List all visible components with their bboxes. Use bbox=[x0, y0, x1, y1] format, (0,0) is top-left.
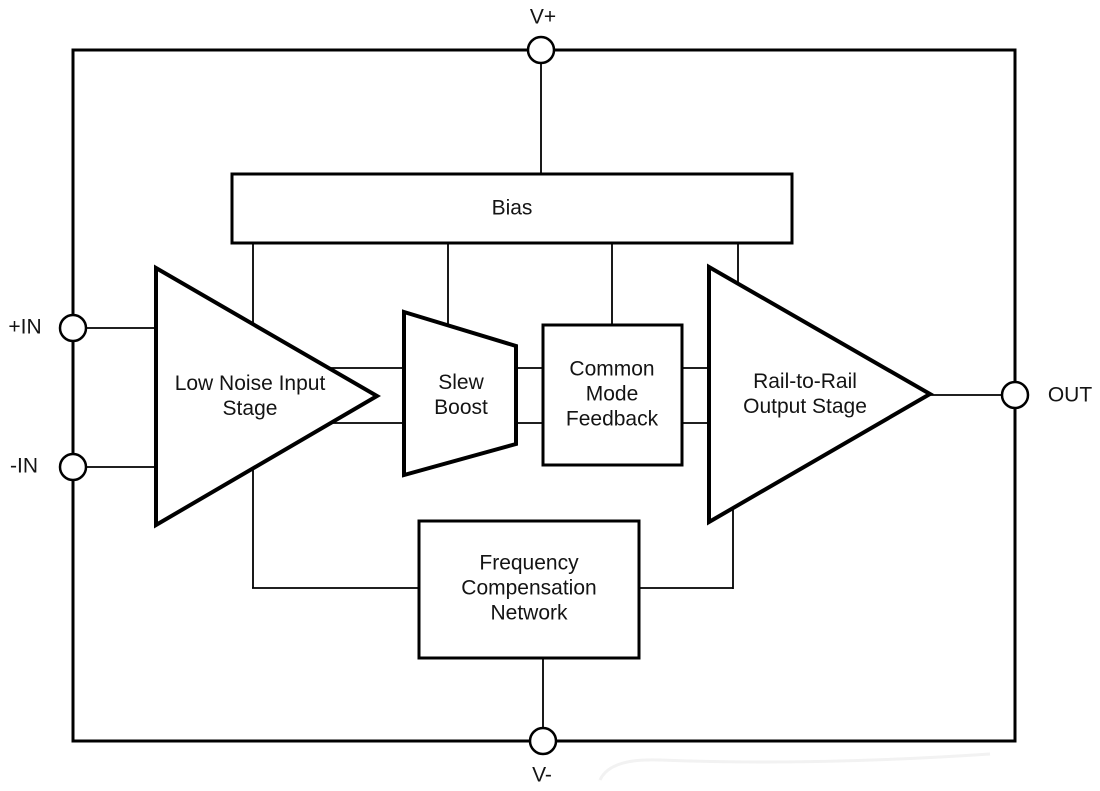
terminal-pads bbox=[58, 35, 1030, 756]
inpos-label: +IN bbox=[8, 315, 42, 339]
input-stage-triangle bbox=[154, 264, 381, 529]
output-stage-triangle bbox=[707, 263, 935, 526]
vplus-terminal bbox=[526, 35, 556, 65]
slew-boost-label: Slew Boost bbox=[434, 371, 488, 419]
bias-label: Bias bbox=[491, 196, 533, 220]
inneg-terminal bbox=[58, 452, 88, 482]
fcn-block-shape bbox=[417, 519, 641, 660]
out-label: OUT bbox=[1047, 383, 1093, 407]
vplus-label: V+ bbox=[529, 5, 557, 29]
cmf-label: Common Mode Feedback bbox=[565, 357, 659, 431]
cmf-block-shape bbox=[541, 323, 684, 467]
output-stage-label: Rail-to-Rail Output Stage bbox=[743, 370, 867, 418]
inneg-label: -IN bbox=[10, 454, 38, 478]
out-terminal bbox=[1000, 380, 1030, 410]
fcn-label: Frequency Compensation Network bbox=[461, 551, 597, 625]
inpos-terminal bbox=[58, 313, 88, 343]
vminus-label: V- bbox=[532, 763, 552, 787]
bias-block-shape bbox=[230, 172, 794, 245]
faint-watermark bbox=[598, 752, 991, 781]
slew-boost-trapezoid bbox=[402, 309, 518, 478]
vminus-terminal bbox=[528, 726, 558, 756]
input-stage-label: Low Noise Input Stage bbox=[174, 372, 326, 420]
